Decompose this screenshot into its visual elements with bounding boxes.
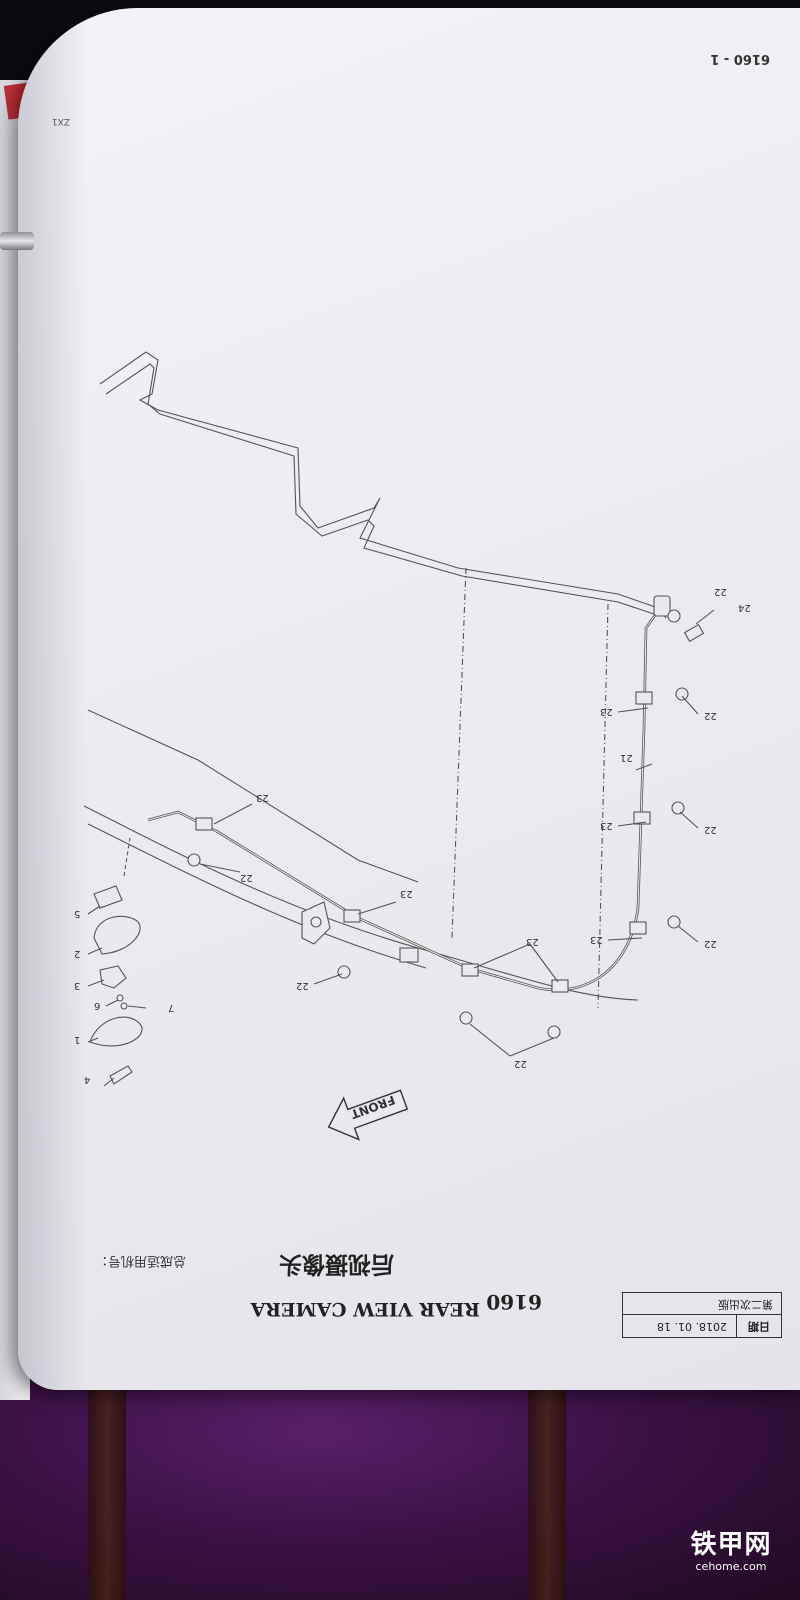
callout-23: 23 xyxy=(600,706,613,717)
camera-cover-1 xyxy=(89,1016,143,1047)
callout-22: 22 xyxy=(296,980,309,991)
callout-23: 23 xyxy=(400,888,413,899)
clamp-23 xyxy=(195,817,213,831)
callout-24: 24 xyxy=(738,602,751,613)
ref-line xyxy=(597,603,609,1009)
callout-23: 23 xyxy=(600,820,613,831)
bolt-22 xyxy=(187,853,201,867)
body-curve xyxy=(83,805,639,1001)
ref-line xyxy=(451,567,467,939)
callout-6: 6 xyxy=(94,1000,101,1011)
callout-22: 22 xyxy=(240,872,253,883)
applicable-models-label: 总成适用机号： xyxy=(94,1253,186,1268)
title-english: REAR VIEW CAMERA xyxy=(250,1298,480,1320)
callout-2: 2 xyxy=(74,948,81,959)
clamp-23 xyxy=(629,921,647,935)
callout-23: 23 xyxy=(590,934,603,945)
date-table: 日期 2018. 01. 18 第二次出版 xyxy=(622,1292,782,1338)
date-label: 日期 xyxy=(736,1315,781,1337)
camera-5 xyxy=(93,885,123,909)
callout-22: 22 xyxy=(514,1058,527,1069)
callout-22: 22 xyxy=(704,938,717,949)
clamp-23 xyxy=(551,979,569,993)
section-number: 6160 xyxy=(486,1290,542,1314)
bolt-22 xyxy=(547,1025,561,1039)
callout-7: 7 xyxy=(168,1002,175,1013)
purple-cloth xyxy=(0,1360,800,1600)
front-arrow xyxy=(327,1089,409,1141)
small-connector xyxy=(399,947,419,963)
cloth-stripe xyxy=(88,1360,126,1600)
callout-22: 22 xyxy=(704,824,717,835)
bolt-22 xyxy=(671,801,685,815)
camera-housing-2 xyxy=(93,915,141,955)
corner-mark: ZX1 xyxy=(51,116,70,126)
binder-ring xyxy=(0,232,34,250)
callout-22: 22 xyxy=(714,586,727,597)
body-upper-edge xyxy=(87,709,419,883)
edition-row: 第二次出版 xyxy=(623,1293,781,1315)
callout-23: 23 xyxy=(256,792,269,803)
title-chinese: 后视摄像头 xyxy=(279,1251,394,1278)
mount-bracket xyxy=(301,901,331,945)
bolt-22 xyxy=(667,915,681,929)
harness-21 xyxy=(147,607,662,992)
body-curve-inner xyxy=(87,823,427,969)
watermark: 铁甲网 cehome.com xyxy=(672,1530,790,1574)
date-value: 2018. 01. 18 xyxy=(657,1320,727,1333)
callout-5: 5 xyxy=(74,908,81,919)
bolt-22 xyxy=(337,965,351,979)
screw-7 xyxy=(120,1002,128,1010)
clamp-23 xyxy=(633,811,651,825)
watermark-text: 铁甲网 xyxy=(690,1530,772,1560)
frame-outline xyxy=(99,351,667,619)
bolt-22 xyxy=(459,1011,473,1025)
camera-bracket-3 xyxy=(99,965,127,989)
callout-1: 1 xyxy=(74,1034,81,1045)
callout-22: 22 xyxy=(704,710,717,721)
bolt-22 xyxy=(675,687,689,701)
date-row: 日期 2018. 01. 18 xyxy=(623,1314,781,1337)
harness-21-inner xyxy=(147,607,661,991)
clamp-23 xyxy=(461,963,479,977)
bracket-24 xyxy=(683,623,705,643)
edition-text: 第二次出版 xyxy=(718,1298,773,1311)
callout-21: 21 xyxy=(620,752,633,763)
callout-23: 23 xyxy=(526,936,539,947)
frame-outline-inner xyxy=(105,363,655,615)
screw-6 xyxy=(116,994,124,1002)
page-number: 6160 - 1 xyxy=(710,51,770,66)
parts-diagram xyxy=(83,351,715,1141)
manual-page: FRONT 23 23 23 23 23 23 21 22 22 22 22 2… xyxy=(18,8,800,1390)
clamp-23 xyxy=(343,909,361,923)
connector xyxy=(653,595,671,617)
watermark-url: cehome.com xyxy=(695,1560,767,1573)
cloth-stripe xyxy=(528,1360,566,1600)
clamp-23 xyxy=(635,691,653,705)
callout-3: 3 xyxy=(74,980,81,991)
seal-4 xyxy=(109,1065,133,1085)
callout-4: 4 xyxy=(84,1074,91,1085)
bolt-22 xyxy=(667,609,681,623)
